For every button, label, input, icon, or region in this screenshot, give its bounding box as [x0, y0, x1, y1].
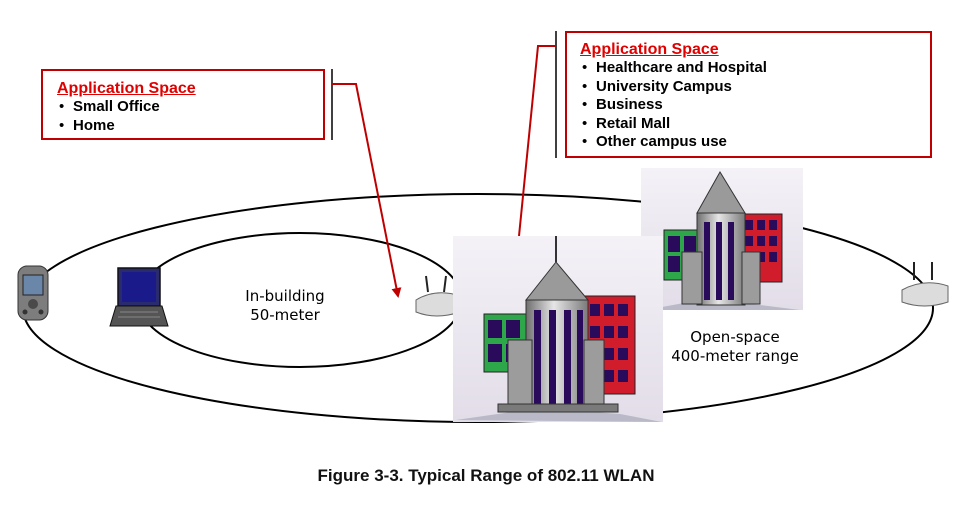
- application-list: Healthcare and Hospital University Campu…: [580, 59, 930, 152]
- application-space-callout-small: Application Space Small Office Home: [41, 69, 325, 140]
- list-item: Other campus use: [580, 133, 930, 152]
- figure-caption: Figure 3-3. Typical Range of 802.11 WLAN: [317, 466, 655, 485]
- openspace-label-line1: Open-space: [690, 328, 780, 346]
- openspace-range-label: Open-space 400-meter range: [650, 328, 820, 366]
- list-item: Business: [580, 96, 930, 115]
- inbuilding-label-line1: In-building: [245, 287, 325, 305]
- callout-title: Application Space: [57, 80, 196, 97]
- inbuilding-label-line2: 50-meter: [250, 306, 320, 324]
- list-item: Retail Mall: [580, 115, 930, 134]
- list-item: Small Office: [57, 98, 323, 117]
- building-icon: [453, 236, 663, 422]
- pda-icon: [17, 265, 49, 321]
- list-item: Healthcare and Hospital: [580, 59, 930, 78]
- laptop-icon: [109, 267, 169, 327]
- building-icon: [641, 168, 803, 310]
- openspace-label-line2: 400-meter range: [671, 347, 799, 365]
- inbuilding-range-label: In-building 50-meter: [225, 287, 345, 325]
- callout-title: Application Space: [580, 41, 719, 58]
- list-item: University Campus: [580, 78, 930, 97]
- list-item: Home: [57, 117, 323, 136]
- application-list: Small Office Home: [57, 98, 323, 135]
- callout-connector-small: [331, 69, 402, 298]
- callout-connector-large: [518, 31, 557, 237]
- application-space-callout-large: Application Space Healthcare and Hospita…: [565, 31, 932, 158]
- access-point-icon: [901, 262, 949, 307]
